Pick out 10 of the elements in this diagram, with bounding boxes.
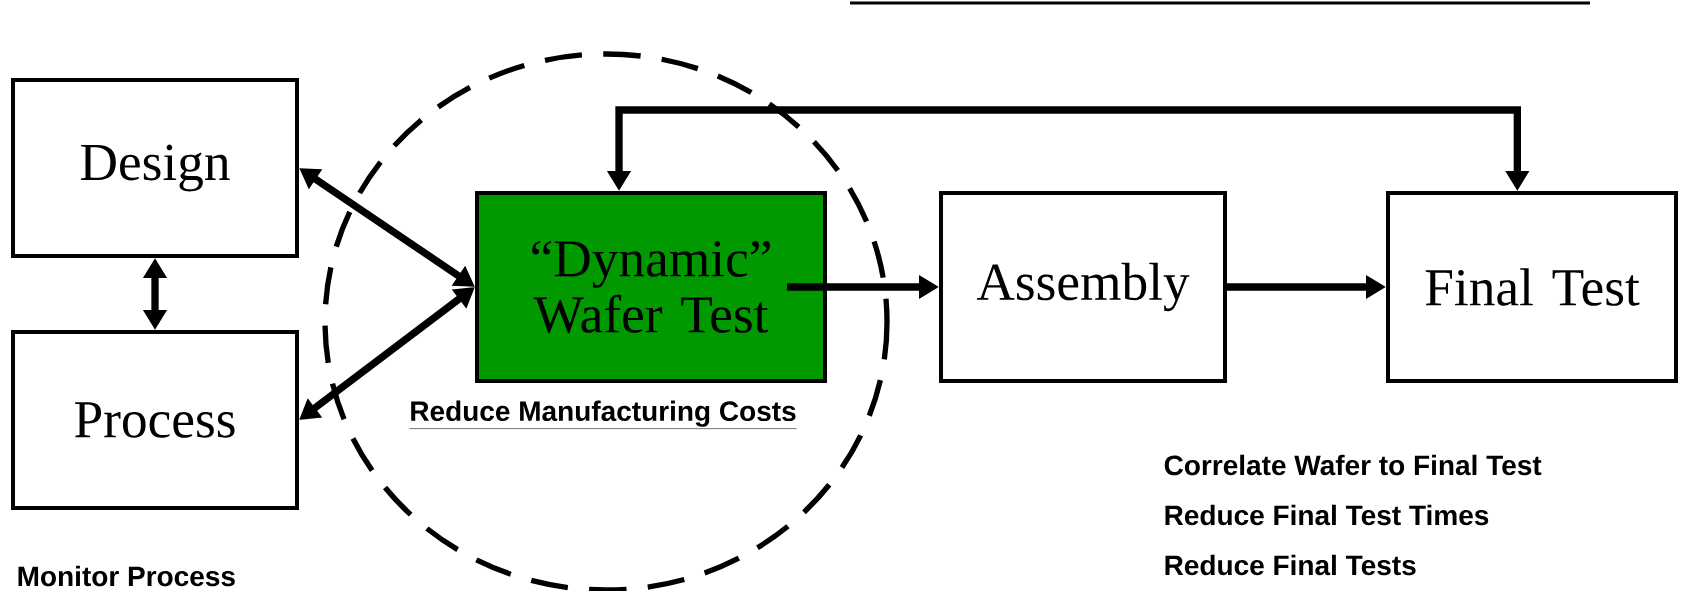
process-box: Design [11,78,299,258]
process-box: Assembly [939,191,1227,383]
node-label: Monitor Process [18,565,235,587]
note-text: Reduce Final Tests [1165,554,1416,576]
note-text: Reduce Final Test Times [1165,504,1489,526]
process-box: “Dynamic” Wafer Test [475,191,827,383]
node-label: Reduce Manufacturing Costs [409,400,797,429]
process-box: Process [11,330,299,510]
note-text: Correlate Wafer to Final Test [1164,454,1542,476]
process-box: Final Test [1386,191,1678,383]
